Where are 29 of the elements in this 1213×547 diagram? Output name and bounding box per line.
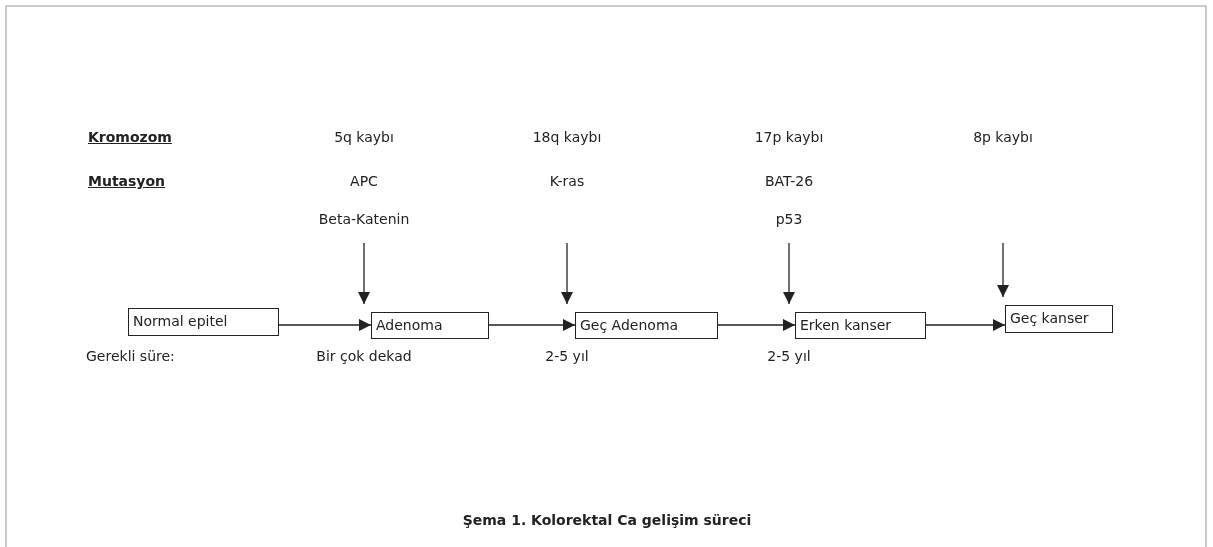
arrow: [783, 242, 795, 305]
text-label: 2-5 yıl: [545, 347, 589, 365]
arrow: [358, 242, 370, 305]
arrow: [278, 319, 372, 331]
text-label: Bir çok dekad: [316, 347, 412, 365]
stage-box: Geç Adenoma: [575, 312, 718, 339]
stage-box: Erken kanser: [795, 312, 926, 339]
row-heading: Kromozom: [88, 128, 172, 146]
text-label: 17p kaybı: [754, 128, 824, 146]
text-label: K-ras: [549, 172, 585, 190]
arrow: [488, 319, 576, 331]
stage-box: Adenoma: [371, 312, 489, 339]
stage-box: Normal epitel: [128, 308, 279, 336]
arrow: [997, 242, 1009, 298]
text-label: 5q kaybı: [334, 128, 394, 146]
text-label: APC: [350, 172, 378, 190]
caption: Şema 1. Kolorektal Ca gelişim süreci: [462, 512, 752, 528]
text-label: BAT-26: [764, 172, 814, 190]
row-heading: Mutasyon: [88, 172, 166, 190]
stage-box: Geç kanser: [1005, 305, 1113, 333]
arrow: [925, 319, 1006, 331]
text-label: 2-5 yıl: [767, 347, 811, 365]
text-label: Gerekli süre:: [86, 347, 175, 365]
text-label: 18q kaybı: [532, 128, 602, 146]
arrow: [561, 242, 573, 305]
text-label: 8p kaybı: [973, 128, 1033, 146]
arrow: [717, 319, 796, 331]
text-label: p53: [775, 210, 803, 228]
text-label: Beta-Katenin: [318, 210, 410, 228]
